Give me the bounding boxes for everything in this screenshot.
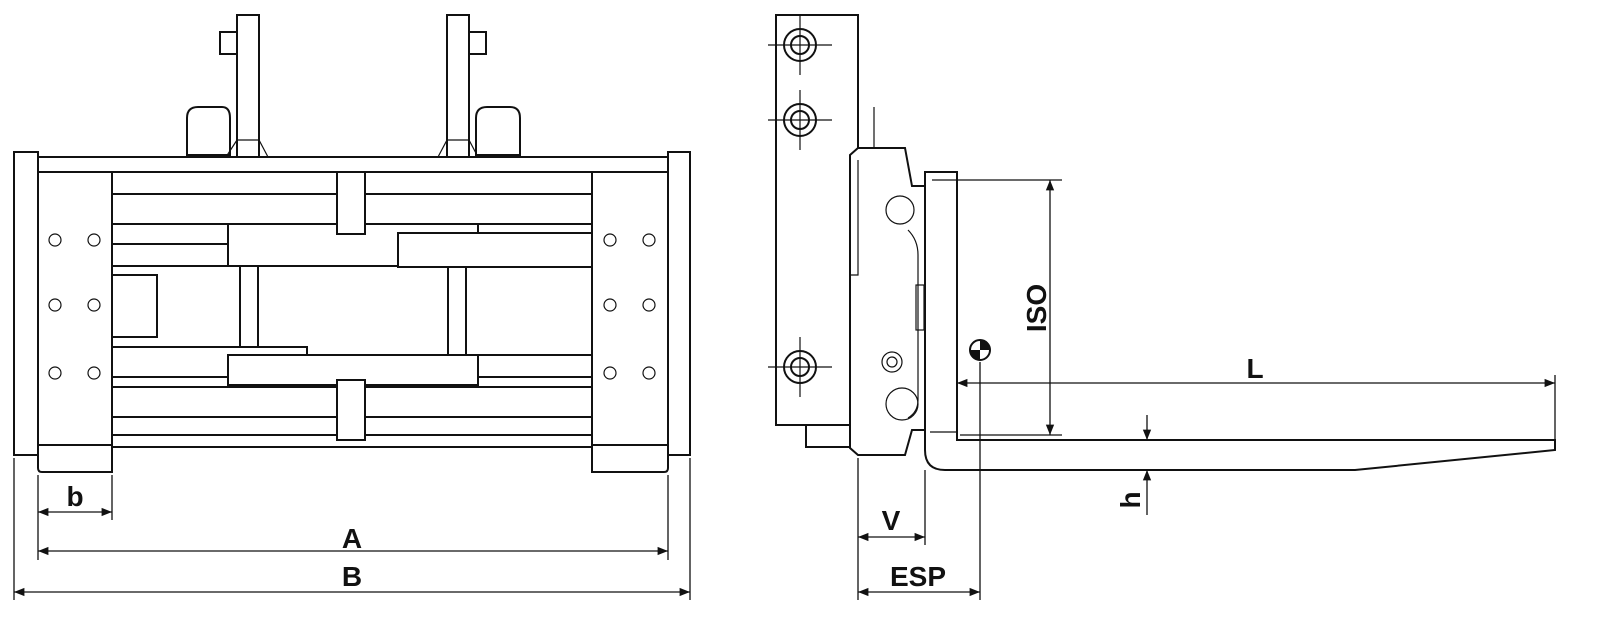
side-dimensions: ISO L h V ESP <box>857 179 1556 600</box>
center-of-gravity-icon <box>969 339 991 361</box>
dim-ESP: ESP <box>890 561 946 592</box>
side-view <box>768 14 1556 471</box>
fork <box>924 171 1556 471</box>
dim-B: B <box>342 561 362 592</box>
right-fork-carrier <box>591 171 669 446</box>
dim-V: V <box>882 505 901 536</box>
dim-L: L <box>1246 353 1263 384</box>
left-column <box>236 14 260 158</box>
dim-b: b <box>66 481 83 512</box>
dim-A: A <box>342 523 362 554</box>
front-dimensions: b A B <box>13 458 691 600</box>
dim-ISO: ISO <box>1021 284 1052 332</box>
carriage-plate <box>775 14 859 426</box>
front-view <box>13 14 691 473</box>
dim-h: h <box>1115 491 1146 508</box>
left-fork-carrier <box>37 171 113 446</box>
right-column <box>446 14 470 158</box>
